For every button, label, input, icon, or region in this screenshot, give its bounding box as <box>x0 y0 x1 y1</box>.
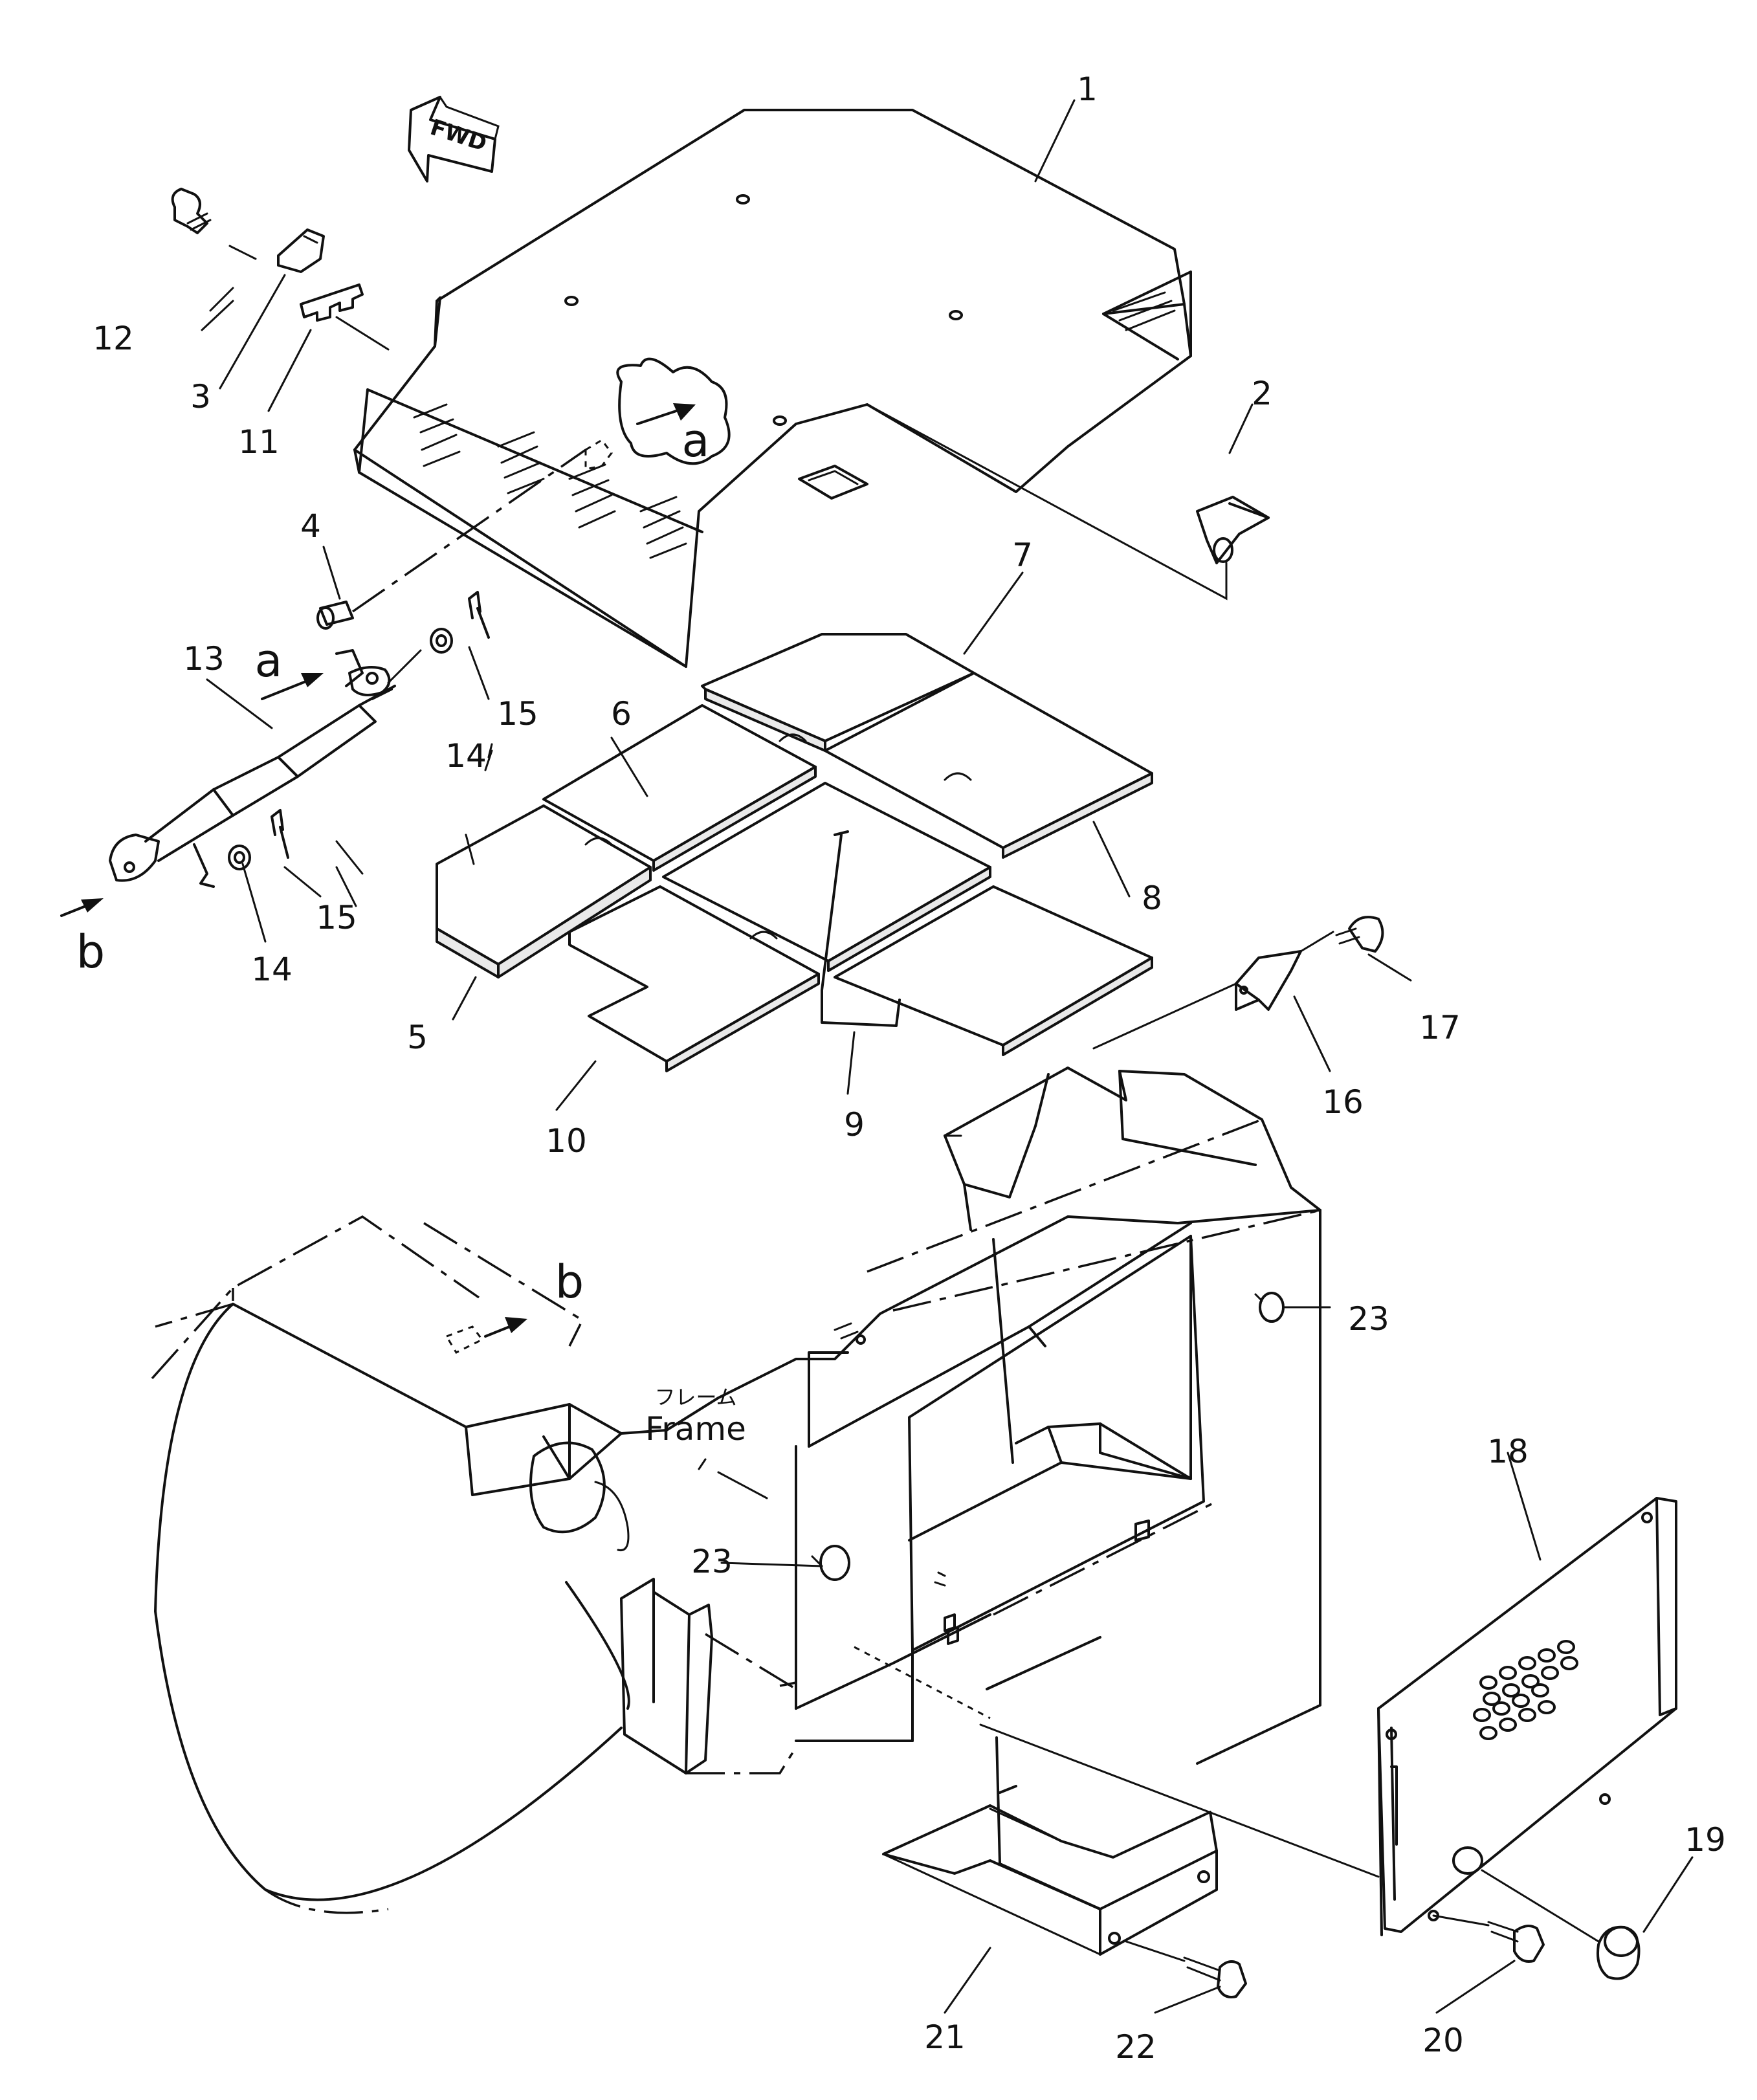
label-17: 17 <box>1419 1009 1461 1046</box>
callout-b-drum: b <box>555 1255 584 1309</box>
fwd-text: FWD <box>427 115 490 157</box>
label-8: 8 <box>1142 879 1162 917</box>
fwd-arrow: FWD <box>408 96 500 182</box>
drum: b <box>151 1215 630 1914</box>
label-13: 13 <box>183 640 225 678</box>
label-18: 18 <box>1487 1433 1529 1470</box>
label-23-right: 23 <box>1348 1300 1389 1338</box>
label-15-upper: 15 <box>497 695 538 733</box>
label-3: 3 <box>190 378 211 415</box>
label-12: 12 <box>93 320 134 357</box>
label-21: 21 <box>924 2018 966 2056</box>
washers-and-pins <box>228 591 490 870</box>
callout-a-hood: a <box>682 414 710 467</box>
engine-hood: a <box>353 109 1192 668</box>
side-panel <box>979 1497 1677 1936</box>
label-20: 20 <box>1422 2022 1464 2059</box>
plugs <box>811 1292 1285 1581</box>
label-11: 11 <box>238 423 280 461</box>
label-23-left: 23 <box>691 1543 733 1580</box>
leader-lines <box>201 99 1694 2014</box>
label-16: 16 <box>1322 1083 1364 1121</box>
lower-side-plate <box>620 1578 713 1774</box>
label-14-upper: 14 <box>445 737 487 775</box>
frame-label-jp: フレーム <box>654 1385 736 1409</box>
part-labels: 1 2 3 4 5 6 7 8 9 10 11 12 13 14 14 15 1… <box>76 71 1726 2066</box>
label-10: 10 <box>546 1122 587 1160</box>
label-7: 7 <box>1012 536 1033 574</box>
pin <box>316 448 586 630</box>
label-5: 5 <box>407 1019 428 1056</box>
under-cover <box>882 1736 1247 1998</box>
insulation-pads <box>436 633 1153 1072</box>
label-9: 9 <box>844 1106 865 1144</box>
label-14-lower: 14 <box>251 951 293 988</box>
callout-a-spring: a <box>255 634 283 687</box>
label-22: 22 <box>1115 2028 1156 2066</box>
bracket-group <box>1092 916 1384 1050</box>
gas-spring <box>60 649 422 917</box>
label-1: 1 <box>1077 71 1098 108</box>
lock-plate-group <box>171 188 390 351</box>
label-6: 6 <box>611 695 632 733</box>
frame-body: フレーム Frame <box>568 1067 1321 1774</box>
label-2: 2 <box>1252 375 1272 412</box>
cap-and-bolt <box>1432 1869 1641 1980</box>
label-4: 4 <box>300 507 321 545</box>
striker <box>866 403 1270 601</box>
label-15-lower: 15 <box>316 899 357 936</box>
label-19: 19 <box>1685 1821 1726 1859</box>
frame-label-en: Frame <box>645 1410 746 1448</box>
hood-louvres <box>413 403 687 559</box>
callout-b-spring: b <box>76 925 105 978</box>
panel-vent-holes <box>1473 1640 1578 1740</box>
